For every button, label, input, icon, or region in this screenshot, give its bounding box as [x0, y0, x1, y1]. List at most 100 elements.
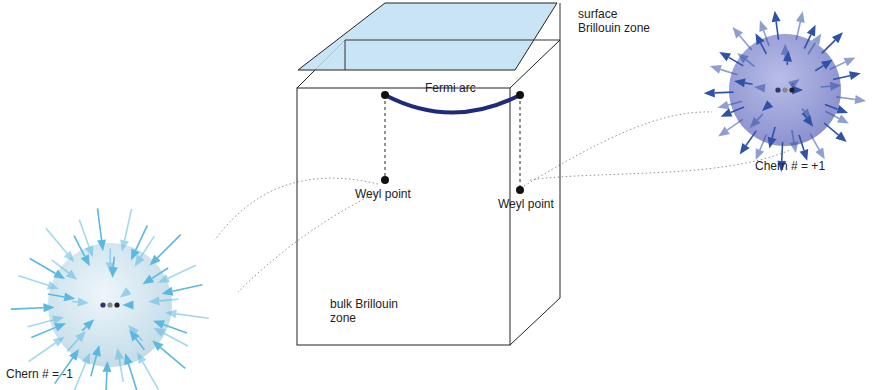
field-arrowhead: [83, 319, 94, 330]
field-arrow: [159, 299, 178, 301]
center-dot: [114, 302, 119, 307]
field-arrow: [761, 43, 767, 54]
field-arrowhead: [165, 309, 177, 318]
field-arrowhead: [109, 267, 118, 278]
field-arrowhead: [131, 248, 140, 260]
field-arrow: [11, 308, 44, 309]
field-arrow: [48, 294, 65, 297]
field-arrowhead: [740, 143, 750, 155]
field-arrow: [833, 76, 850, 80]
field-arrowhead: [815, 148, 824, 160]
field-arrow: [128, 364, 137, 390]
field-arrow: [796, 22, 800, 40]
center-dot: [107, 302, 112, 307]
field-arrowhead: [719, 52, 731, 61]
field-arrow: [113, 257, 116, 267]
field-arrowhead: [81, 254, 90, 266]
field-arrow: [119, 359, 123, 382]
field-arrowhead: [734, 78, 746, 87]
field-arrow: [176, 314, 209, 318]
field-arrow: [91, 356, 97, 377]
field-arrowhead: [150, 255, 161, 266]
field-arrow: [105, 372, 107, 390]
field-arrow: [715, 91, 734, 93]
field-arrowhead: [129, 330, 139, 341]
field-arrow: [792, 130, 794, 142]
field-arrowhead: [135, 255, 145, 267]
field-arrowhead: [120, 287, 131, 297]
field-arrowhead: [53, 270, 65, 279]
field-arrowhead: [64, 292, 76, 301]
field-arrowhead: [783, 50, 792, 61]
field-arrowhead: [754, 84, 765, 93]
field-arrow: [764, 31, 769, 46]
field-arrowhead: [54, 323, 66, 331]
field-arrowhead: [52, 316, 64, 325]
field-arrowhead: [124, 353, 133, 365]
field-arrowhead: [768, 137, 777, 149]
field-arrow: [740, 36, 752, 51]
field-arrowhead: [844, 57, 856, 66]
field-arrowhead: [830, 82, 841, 91]
field-arrow: [168, 265, 196, 278]
field-arrow: [825, 105, 838, 110]
field-arrowhead: [832, 32, 843, 43]
point-label: Weyl point: [498, 198, 578, 212]
field-arrowhead: [710, 65, 722, 74]
field-arrow: [731, 107, 744, 113]
field-arrow: [28, 320, 54, 327]
field-arrowhead: [835, 131, 846, 142]
field-arrowhead: [66, 269, 77, 279]
field-arrow: [760, 134, 766, 150]
field-arrow: [46, 228, 67, 253]
zone-label: bulk Brillouin zone: [330, 298, 420, 326]
field-arrow: [30, 259, 56, 274]
field-arrowhead: [158, 274, 170, 283]
field-arrow: [152, 268, 168, 278]
field-arrowhead: [97, 239, 106, 250]
field-arrowhead: [43, 303, 54, 312]
bulk-cube: [297, 40, 560, 345]
source-sphere: [704, 11, 866, 172]
center-dot: [789, 87, 794, 92]
field-arrowhead: [750, 117, 761, 128]
field-arrowhead: [732, 27, 743, 38]
field-arrowhead: [64, 251, 75, 262]
field-arrow: [808, 43, 815, 54]
field-arrow: [157, 235, 180, 258]
field-arrow: [109, 248, 111, 262]
field-arrowhead: [47, 281, 59, 290]
cube-top-through-plane: [345, 3, 560, 70]
chern-label: Chern # = +1: [755, 160, 855, 174]
field-arrow: [52, 260, 69, 273]
field-arrowhead: [122, 301, 133, 310]
field-arrowhead: [75, 331, 86, 342]
field-arrow: [67, 339, 78, 351]
field-arrowhead: [821, 60, 833, 70]
field-arrowhead: [718, 126, 730, 136]
field-arrow: [97, 208, 101, 240]
field-arrow: [772, 127, 775, 138]
field-arrow: [72, 301, 78, 303]
field-arrow: [728, 101, 742, 105]
field-arrowhead: [153, 320, 165, 328]
field-arrow: [143, 362, 159, 390]
field-arrow: [74, 236, 85, 257]
field-arrowhead: [836, 105, 848, 113]
field-arrow: [18, 276, 48, 286]
field-arrowhead: [803, 115, 813, 126]
point-label: Weyl point: [355, 188, 435, 202]
surface-plane: [298, 3, 557, 70]
field-arrow: [822, 40, 835, 53]
chern-label: Chern # = -1: [6, 368, 106, 382]
field-arrow: [746, 131, 756, 146]
field-arrow: [141, 236, 155, 257]
leader-lines: [215, 112, 790, 292]
field-arrow: [161, 348, 186, 369]
field-arrowhead: [704, 88, 715, 97]
field-arrow: [125, 209, 132, 241]
field-arrowhead: [85, 245, 93, 257]
sink-sphere: [11, 208, 209, 390]
plane-label: surface Brillouin zone: [578, 8, 658, 36]
field-arrow: [804, 35, 811, 49]
